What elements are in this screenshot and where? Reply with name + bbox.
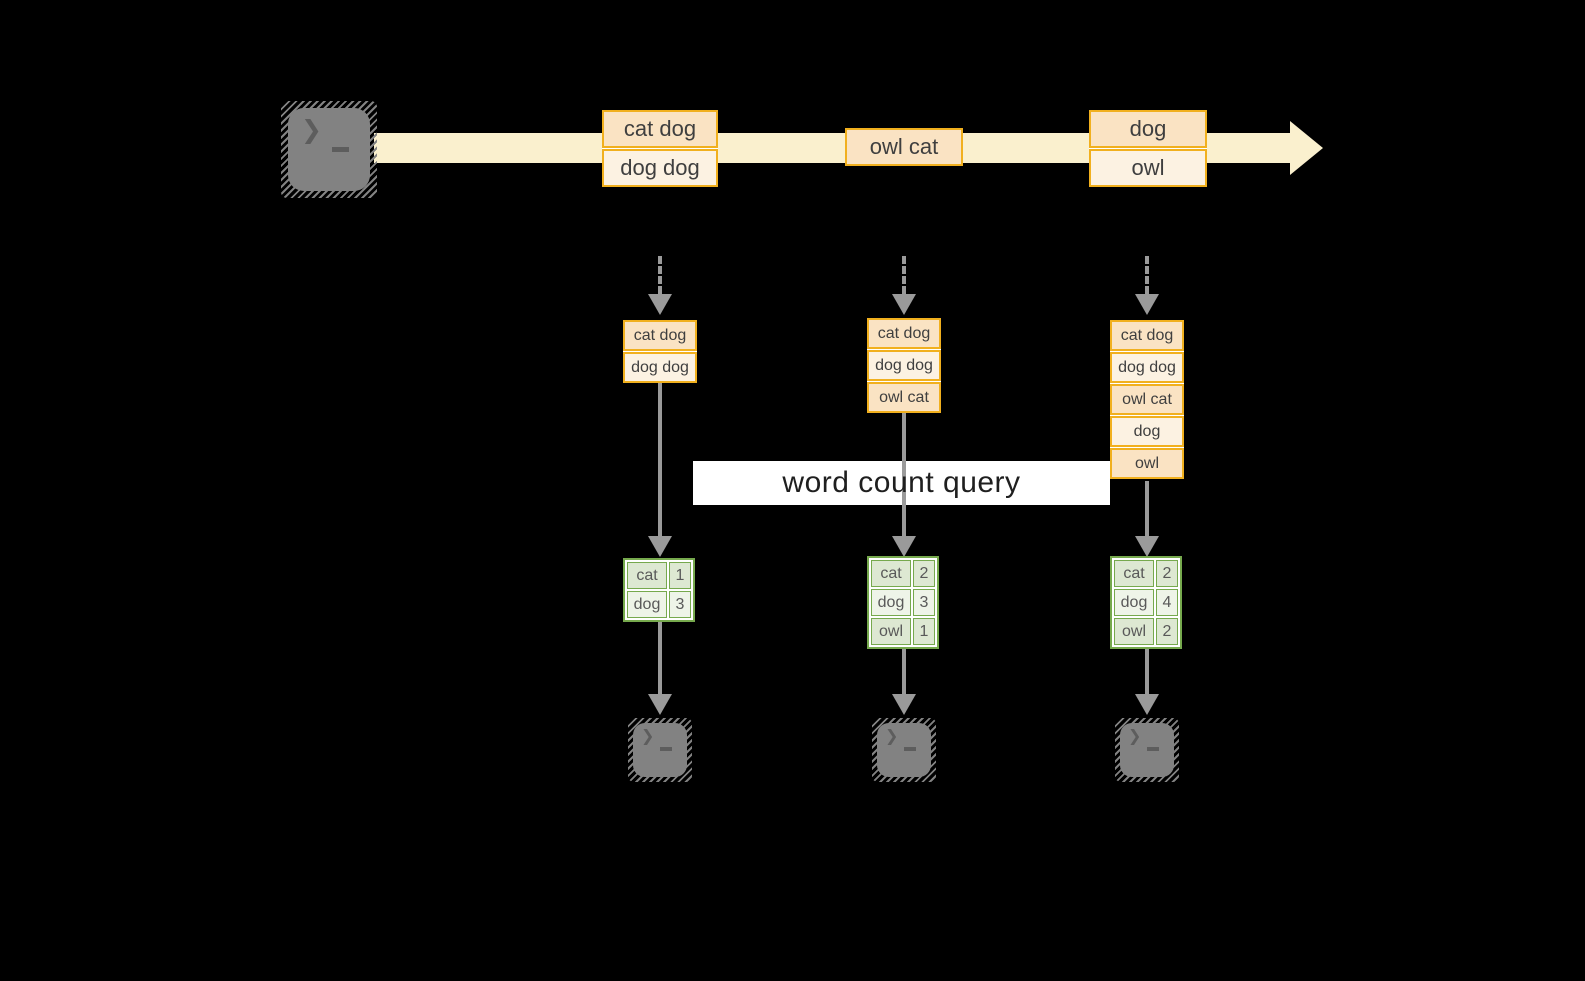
input-record: owl cat bbox=[1110, 384, 1184, 415]
query-connector bbox=[1145, 481, 1149, 536]
word-count-query-box: word count query bbox=[693, 461, 1110, 505]
sink-connector bbox=[1145, 649, 1149, 694]
batch-arrowhead-icon bbox=[648, 294, 672, 315]
input-table-1: cat dog dog dog bbox=[623, 320, 697, 383]
stream-batch-1: cat dog dog dog bbox=[602, 110, 718, 187]
prompt-cursor-icon bbox=[904, 747, 916, 751]
prompt-cursor-icon bbox=[660, 747, 672, 751]
sink-arrowhead-icon bbox=[1135, 694, 1159, 715]
sink-terminal-icon: ❯ bbox=[872, 718, 936, 782]
sink-arrowhead-icon bbox=[648, 694, 672, 715]
sink-arrowhead-icon bbox=[892, 694, 916, 715]
prompt-chevron-icon: ❯ bbox=[885, 728, 899, 745]
batch-arrow-dashed bbox=[1145, 256, 1149, 294]
query-connector bbox=[658, 383, 662, 536]
input-record: dog dog bbox=[623, 352, 697, 383]
prompt-chevron-icon: ❯ bbox=[301, 116, 322, 144]
input-record: owl cat bbox=[867, 382, 941, 413]
stream-batch-2: owl cat bbox=[845, 128, 963, 166]
input-record: dog bbox=[1110, 416, 1184, 447]
result-count: 2 bbox=[1156, 618, 1178, 645]
stream-record: dog bbox=[1089, 110, 1207, 148]
result-word: cat bbox=[627, 562, 667, 589]
result-word: cat bbox=[871, 560, 911, 587]
result-count: 2 bbox=[1156, 560, 1178, 587]
input-record: cat dog bbox=[867, 318, 941, 349]
result-count: 1 bbox=[669, 562, 691, 589]
sink-connector bbox=[658, 622, 662, 694]
batch-arrow-dashed bbox=[902, 256, 906, 294]
input-record: cat dog bbox=[623, 320, 697, 351]
query-arrowhead-icon bbox=[892, 536, 916, 557]
input-record: owl bbox=[1110, 448, 1184, 479]
result-word: dog bbox=[627, 591, 667, 618]
query-connector bbox=[902, 413, 906, 536]
query-arrowhead-icon bbox=[1135, 536, 1159, 557]
sink-connector bbox=[902, 649, 906, 694]
input-table-3: cat dog dog dog owl cat dog owl bbox=[1110, 320, 1184, 479]
input-record: cat dog bbox=[1110, 320, 1184, 351]
input-record: dog dog bbox=[867, 350, 941, 381]
source-terminal-icon: ❯ bbox=[281, 101, 377, 198]
result-table-2: cat 2 dog 3 owl 1 bbox=[867, 556, 939, 649]
result-word: owl bbox=[871, 618, 911, 645]
terminal-screen: ❯ bbox=[288, 108, 370, 191]
result-word: owl bbox=[1114, 618, 1154, 645]
stream-record: cat dog bbox=[602, 110, 718, 148]
input-record: dog dog bbox=[1110, 352, 1184, 383]
terminal-screen: ❯ bbox=[1120, 723, 1174, 777]
sink-terminal-icon: ❯ bbox=[1115, 718, 1179, 782]
prompt-chevron-icon: ❯ bbox=[641, 728, 655, 745]
query-arrowhead-icon bbox=[648, 536, 672, 557]
result-count: 2 bbox=[913, 560, 935, 587]
result-word: cat bbox=[1114, 560, 1154, 587]
stream-batch-3: dog owl bbox=[1089, 110, 1207, 187]
terminal-screen: ❯ bbox=[877, 723, 931, 777]
batch-arrow-dashed bbox=[658, 256, 662, 294]
sink-terminal-icon: ❯ bbox=[628, 718, 692, 782]
result-count: 3 bbox=[913, 589, 935, 616]
result-word: dog bbox=[1114, 589, 1154, 616]
result-count: 3 bbox=[669, 591, 691, 618]
stream-record: dog dog bbox=[602, 149, 718, 187]
stream-arrowhead-icon bbox=[1290, 121, 1323, 175]
prompt-chevron-icon: ❯ bbox=[1128, 728, 1142, 745]
batch-arrowhead-icon bbox=[892, 294, 916, 315]
result-table-1: cat 1 dog 3 bbox=[623, 558, 695, 622]
prompt-cursor-icon bbox=[332, 147, 349, 152]
result-count: 1 bbox=[913, 618, 935, 645]
stream-record: owl cat bbox=[845, 128, 963, 166]
word-count-query-label: word count query bbox=[782, 466, 1021, 499]
prompt-cursor-icon bbox=[1147, 747, 1159, 751]
input-table-2: cat dog dog dog owl cat bbox=[867, 318, 941, 413]
batch-arrowhead-icon bbox=[1135, 294, 1159, 315]
result-count: 4 bbox=[1156, 589, 1178, 616]
result-table-3: cat 2 dog 4 owl 2 bbox=[1110, 556, 1182, 649]
terminal-screen: ❯ bbox=[633, 723, 687, 777]
result-word: dog bbox=[871, 589, 911, 616]
stream-record: owl bbox=[1089, 149, 1207, 187]
